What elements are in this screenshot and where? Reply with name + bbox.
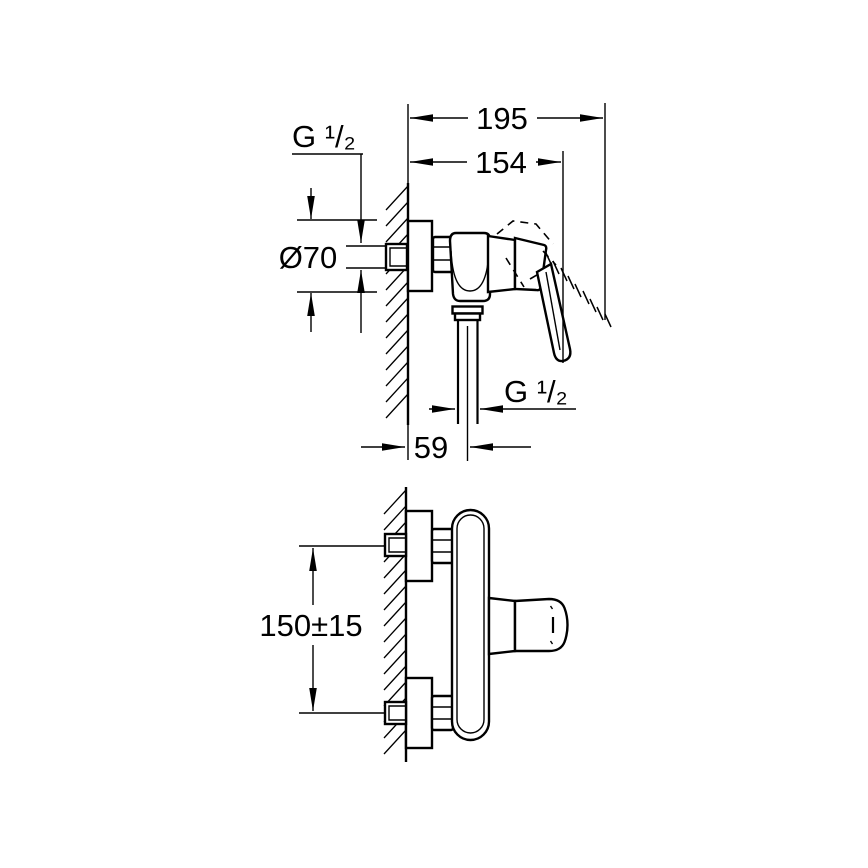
front-view: 150±15: [259, 487, 569, 762]
wall-union-fitting-inner: [389, 247, 407, 267]
cartridge-housing-side: [486, 234, 517, 294]
dim-label-connection-spacing: 150±15: [259, 608, 362, 643]
handle-knob-detail-lower: [549, 640, 554, 645]
dim-label-outlet-offset: 59: [414, 430, 448, 465]
lever-raised-dashed-inner-2: [529, 271, 543, 280]
escutcheon-front-top: [404, 509, 434, 583]
lever-raised-dashed-inner-1: [505, 257, 525, 288]
dim-label-outlet-thread: G ¹/₂: [504, 374, 568, 409]
mixer-body-front-inner: [456, 514, 485, 734]
lever-raised-dashed-outline: [496, 220, 554, 245]
lever-inner-line: [545, 271, 561, 351]
handle-knob-front: [513, 597, 569, 653]
lever-motion-marks: [545, 252, 612, 328]
mixer-body-curve: [450, 250, 490, 292]
dim-label-body-depth: 154: [475, 145, 527, 180]
wall-hatching-side: [385, 185, 409, 419]
union-nut-front-top: [430, 527, 455, 565]
union-nut-front-bottom: [430, 694, 455, 732]
dim-label-escutcheon-diameter: Ø70: [279, 240, 338, 275]
outlet-collar-lower: [453, 312, 482, 322]
wall-union-front-top: [383, 532, 408, 558]
wall-union-front-bottom-inner: [388, 705, 406, 721]
dim-label-inlet-thread: G ¹/₂: [292, 119, 356, 154]
escutcheon-front-bottom: [404, 676, 434, 750]
side-view: 195 154 G ¹/₂ Ø70 G ¹/₂ 59: [279, 101, 612, 465]
wall-union-front-top-inner: [388, 537, 406, 553]
handle-knob-detail-upper: [549, 605, 554, 610]
cartridge-ring-front: [487, 596, 517, 656]
dim-label-total-depth: 195: [476, 101, 528, 136]
escutcheon-side: [406, 219, 434, 293]
